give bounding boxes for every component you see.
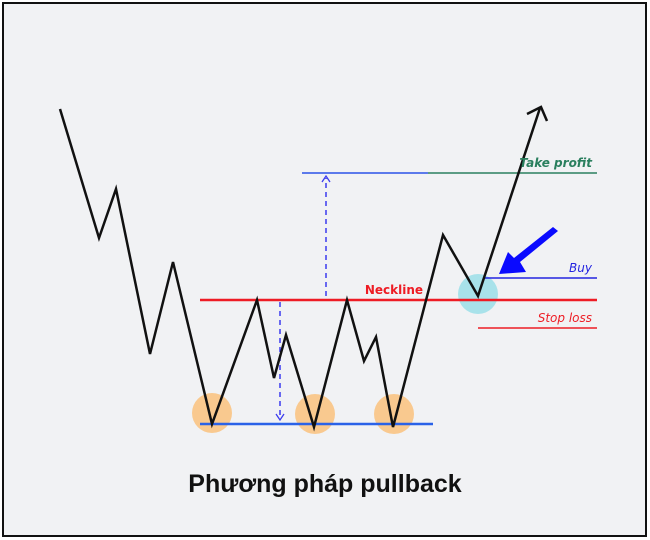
neckline-label: Neckline bbox=[365, 283, 423, 297]
price-path bbox=[58, 107, 542, 432]
buy-pointer-arrow-icon bbox=[499, 227, 558, 274]
diagram-title: Phương pháp pullback bbox=[188, 470, 462, 498]
take-profit-label: Take profit bbox=[519, 156, 593, 170]
projected-target-arrow bbox=[321, 174, 331, 296]
stop-loss-label: Stop loss bbox=[538, 311, 592, 325]
buy-label: Buy bbox=[569, 261, 593, 275]
bottom-3-highlight bbox=[374, 394, 414, 434]
price-arrowhead-icon bbox=[526, 105, 549, 122]
